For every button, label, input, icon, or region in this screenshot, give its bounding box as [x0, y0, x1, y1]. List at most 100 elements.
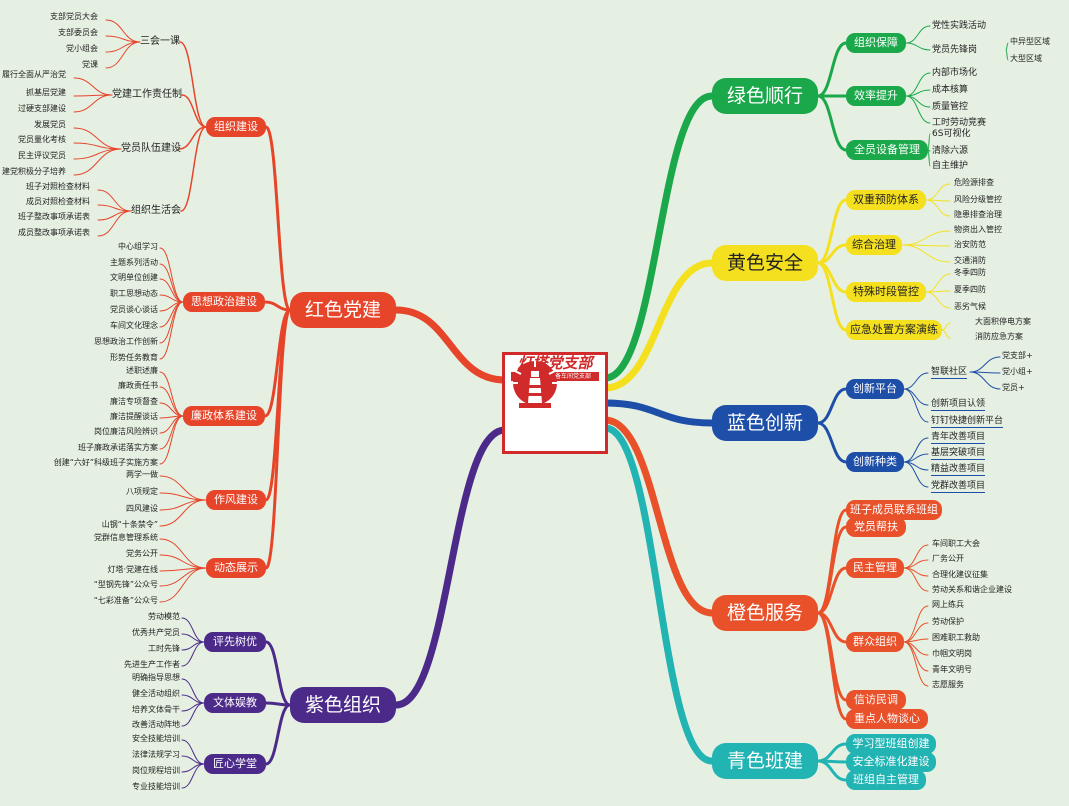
leaf-item: 先进生产工作者 [124, 660, 180, 669]
leaf-item: 岗位廉洁风险辨识 [94, 427, 158, 436]
leaf-item: 形势任务教育 [110, 353, 158, 362]
leaf-item: 智联社区 [931, 367, 968, 379]
connector-line [159, 247, 184, 303]
connector-line [905, 72, 931, 97]
leaf-item: 四风建设 [126, 504, 158, 513]
sub-branch: 班组自主管理 [846, 770, 926, 790]
leaf-item: 建党积极分子培养 [2, 167, 66, 176]
leaf-item: 党群信息管理系统 [94, 533, 158, 542]
leaf-item: 优秀共产党员 [132, 628, 180, 637]
leaf-item: 培养文体骨干 [132, 705, 180, 714]
sub-branch: 匠心学堂 [204, 754, 266, 774]
leaf-item: 党课 [82, 60, 98, 69]
leaf-item: 创建“六好”科级班子实施方案 [53, 458, 158, 467]
sub-branch: 民主管理 [846, 558, 904, 578]
connector-line [903, 372, 929, 390]
leaf-item: 思想政治工作创新 [94, 337, 158, 346]
leaf-item: 班子对照检查材料 [26, 182, 90, 191]
leaf-item: 夏季四防 [954, 285, 986, 294]
leaf-item: 隐患排查治理 [954, 210, 1002, 219]
connector-line [181, 641, 205, 667]
connector-line [901, 230, 951, 246]
connector-line [159, 301, 184, 344]
leaf-item: 内部市场化 [932, 68, 978, 78]
leaf-item: 车间职工大会 [932, 539, 980, 548]
main-branch-orange: 橙色服务 [712, 595, 818, 631]
leaf-item: 清除六源 [932, 146, 969, 156]
leaf-item: 恶劣气候 [954, 302, 986, 311]
connector-line [179, 41, 207, 128]
leaf-item: 成员对照检查材料 [26, 197, 90, 206]
leaf-item: 车间文化理念 [110, 321, 158, 330]
connector-line [925, 291, 951, 309]
connector-line [159, 499, 207, 527]
sub-branch: 党员帮扶 [846, 517, 906, 537]
connector-line [181, 702, 205, 727]
leaf-item: 劳动关系和谐企业建设 [932, 585, 1012, 594]
connector-line [969, 356, 1001, 373]
sub-branch: 学习型班组创建 [846, 734, 936, 754]
connector-line [263, 300, 292, 312]
leaf-item: 党小组会 [66, 44, 98, 53]
leaf-item: 廉洁专项督查 [110, 397, 158, 406]
leaf-item: 明确指导思想 [132, 673, 180, 682]
connector-line [903, 567, 929, 592]
leaf-item: 述职述廉 [126, 366, 158, 375]
leaf-item: 志愿服务 [932, 680, 964, 689]
leaf-item: 党员量化考核 [18, 135, 66, 144]
sub-branch: 班子成员联系班组 [846, 500, 942, 520]
main-branch-red: 红色党建 [290, 292, 396, 328]
connector-line [159, 263, 184, 303]
sub-branch: 安全标准化建设 [846, 752, 936, 772]
sub-branch: 综合治理 [846, 235, 902, 255]
connector-line [178, 126, 207, 150]
sub-branch: 信访民调 [846, 690, 906, 710]
connector-line [392, 426, 509, 709]
sub-branch: 动态展示 [206, 558, 266, 578]
leaf-item: 创新项目认领 [931, 399, 986, 411]
main-branch-blue: 蓝色创新 [712, 405, 818, 441]
sub-branch: 群众组织 [846, 632, 904, 652]
connector-line [601, 399, 716, 427]
connector-line [159, 567, 207, 603]
group-label: 党员队伍建设 [121, 143, 181, 154]
leaf-item: 党务公开 [126, 549, 158, 558]
connector-line [601, 416, 716, 617]
connector-line [264, 308, 292, 502]
connector-line [601, 424, 716, 765]
leaf-item-deep: 党员+ [1002, 383, 1025, 392]
leaf-item: 成本核算 [932, 85, 969, 95]
leaf-item: 交通消防 [954, 256, 986, 265]
connector-line [901, 244, 951, 263]
leaf-item: 工时先锋 [148, 644, 180, 653]
connector-line [159, 538, 207, 569]
leaf-item: 工时劳动竞赛 [932, 118, 987, 128]
leaf-item: 发展党员 [34, 120, 66, 129]
leaf-item: 钉钉快捷创新平台 [931, 416, 1004, 428]
leaf-item: 风险分级管控 [954, 195, 1002, 204]
connector-line [905, 95, 931, 108]
connector-line [941, 329, 951, 339]
connector-line [264, 308, 292, 570]
connector-line [159, 301, 184, 360]
leaf-item: 党员先锋岗 [932, 45, 978, 55]
connector-line [816, 566, 848, 615]
sub-branch: 重点人物谈心 [846, 709, 928, 729]
leaf-item: 职工思想动态 [110, 289, 158, 298]
leaf-item: 中心组学习 [118, 242, 158, 251]
sub-branch: 特殊时段管控 [846, 282, 926, 302]
leaf-item: “型钢先锋”公众号 [93, 580, 158, 589]
sub-branch: 创新种类 [846, 452, 904, 472]
connector-line [941, 322, 951, 331]
leaf-item: “七彩准备”公众号 [93, 596, 158, 605]
connector-line [392, 306, 509, 384]
leaf-item: 巾帼文明岗 [932, 649, 972, 658]
leaf-item: 支部委员会 [58, 28, 98, 37]
connector-line [925, 199, 951, 217]
connector-line [903, 605, 929, 643]
connector-line [159, 415, 184, 465]
connector-line [816, 742, 848, 763]
leaf-item: 质量管控 [932, 102, 969, 112]
